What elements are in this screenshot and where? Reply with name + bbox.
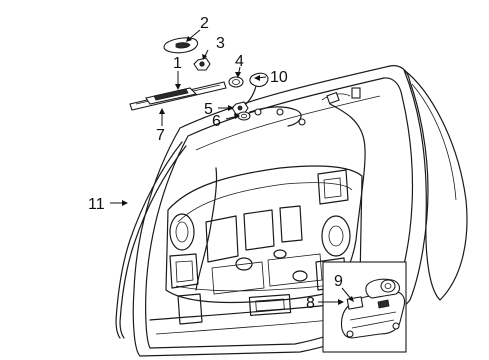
callout-6: 6: [212, 113, 221, 130]
pivot-grommet: [228, 76, 244, 88]
arrowhead-11: [122, 200, 128, 206]
arrowhead-8: [338, 299, 344, 305]
callout-1: 1: [173, 55, 182, 72]
liftgate-panel: [132, 65, 468, 357]
callout-labels: 1 2 3 4 5 6 7 8 9 10 11: [88, 15, 343, 312]
callout-2: 2: [200, 15, 209, 32]
arrowhead-2: [186, 36, 192, 42]
arrowhead-9: [348, 296, 354, 302]
arrowhead-6: [234, 113, 240, 119]
arrowhead-10: [254, 75, 260, 81]
wiper-arm-cap: [163, 37, 199, 54]
leader-arrowheads: [122, 36, 354, 305]
wiper-motor-inset: [322, 261, 407, 353]
wiper-arm-nut: [193, 57, 211, 71]
callout-5: 5: [204, 101, 213, 118]
callout-11: 11: [88, 196, 105, 213]
callout-10: 10: [270, 69, 288, 86]
wiring-harness: [195, 87, 366, 297]
arrowhead-1: [175, 84, 181, 90]
arrowhead-4: [235, 72, 241, 78]
callout-3: 3: [216, 35, 225, 52]
liftgate-weatherstrip: [115, 141, 187, 339]
arrowhead-3: [202, 54, 207, 60]
callout-9: 9: [334, 273, 343, 290]
wiper-arm-and-blade: [129, 81, 227, 111]
callout-7: 7: [156, 127, 165, 144]
callout-4: 4: [235, 53, 244, 70]
arrowhead-7: [159, 108, 165, 114]
arrowhead-5: [228, 105, 234, 111]
callout-8: 8: [306, 295, 315, 312]
